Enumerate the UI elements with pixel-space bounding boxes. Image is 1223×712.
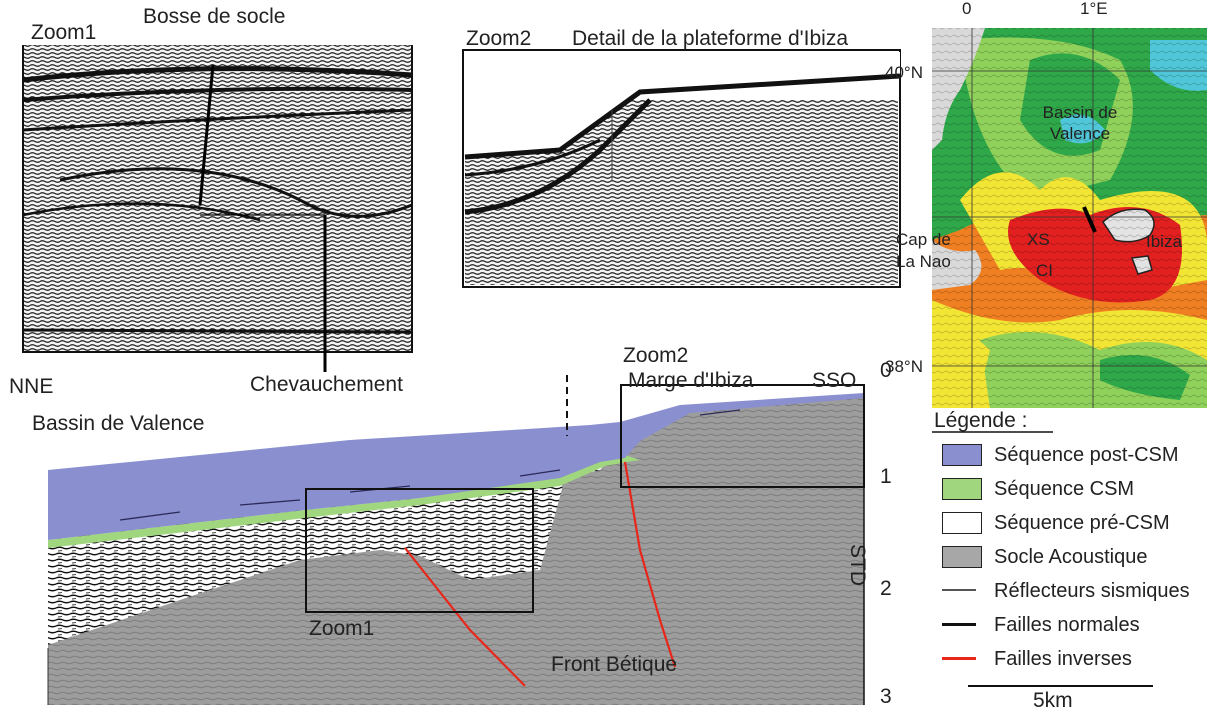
- axis-label-std: STD: [846, 544, 869, 586]
- map-label-bassin-de-valence: Bassin de Valence: [1042, 103, 1118, 144]
- map-label-cap-line1: Cap de: [896, 230, 951, 249]
- bosse-de-socle-label: Bosse de socle: [143, 5, 286, 28]
- zoom2-seismic-image: [462, 49, 901, 288]
- legend-symbols: [932, 431, 1153, 687]
- legend-swatch: [942, 546, 982, 568]
- axis-tick-0: 0: [880, 359, 892, 382]
- legend-label: Séquence post-CSM: [994, 444, 1179, 466]
- bathymetry-map: [932, 28, 1207, 408]
- zoom1-title: Zoom1: [31, 21, 97, 44]
- map-lat-tick-40n: 40°N: [885, 63, 923, 82]
- legend-item: Socle Acoustique: [936, 541, 1223, 571]
- label-marge-ibiza: Marge d'Ibiza: [628, 369, 754, 392]
- legend-label: Réflecteurs sismiques: [994, 580, 1190, 602]
- legend-line: [942, 657, 976, 660]
- label-bassin-de-valence: Bassin de Valence: [32, 412, 205, 435]
- axis-tick-3: 3: [880, 685, 892, 708]
- chevauchement-label: Chevauchement: [250, 373, 403, 396]
- legend-item: Réflecteurs sismiques: [936, 575, 1223, 605]
- label-zoom1: Zoom1: [309, 617, 375, 640]
- legend-label: Socle Acoustique: [994, 546, 1148, 568]
- map-lon-tick-1e: 1°E: [1080, 0, 1108, 18]
- label-sso: SSO: [812, 369, 857, 392]
- map-label-xs: XS: [1027, 230, 1050, 249]
- map-lat-tick-38n: 38°N: [885, 357, 923, 376]
- legend-line: [942, 589, 976, 591]
- legend-swatch: [942, 444, 982, 466]
- map-label-cap-line2: La Nao: [896, 252, 951, 271]
- legend-item: Failles inverses: [936, 643, 1223, 673]
- legend-line: [942, 623, 976, 626]
- legend-label: Failles inverses: [994, 648, 1132, 670]
- legend-item: Failles normales: [936, 609, 1223, 639]
- cross-section: [47, 375, 865, 705]
- zoom2-subtitle: Detail de la plateforme d'Ibiza: [572, 27, 848, 50]
- label-nne: NNE: [9, 375, 54, 398]
- scale-bar-label: 5km: [1033, 689, 1073, 712]
- map-label-ci: CI: [1036, 261, 1053, 280]
- map-lon-tick-0: 0: [962, 0, 972, 18]
- legend-swatch: [942, 478, 982, 500]
- legend-item: Séquence CSM: [936, 473, 1223, 503]
- map-label-ibiza: Ibiza: [1146, 232, 1182, 251]
- legend-label: Séquence CSM: [994, 478, 1135, 500]
- legend-item: Séquence pré-CSM: [936, 507, 1223, 537]
- legend-title: Légende :: [934, 409, 1028, 432]
- label-zoom2: Zoom2: [623, 344, 689, 367]
- zoom1-seismic-image: [22, 45, 413, 372]
- axis-tick-2: 2: [880, 577, 892, 600]
- label-front-betique: Front Bétique: [551, 653, 678, 676]
- legend-swatch: [942, 512, 982, 534]
- zoom2-title: Zoom2: [466, 27, 532, 50]
- legend-label: Séquence pré-CSM: [994, 512, 1170, 534]
- legend-label: Failles normales: [994, 614, 1140, 636]
- axis-tick-1: 1: [880, 465, 892, 488]
- legend-item: Séquence post-CSM: [936, 439, 1223, 469]
